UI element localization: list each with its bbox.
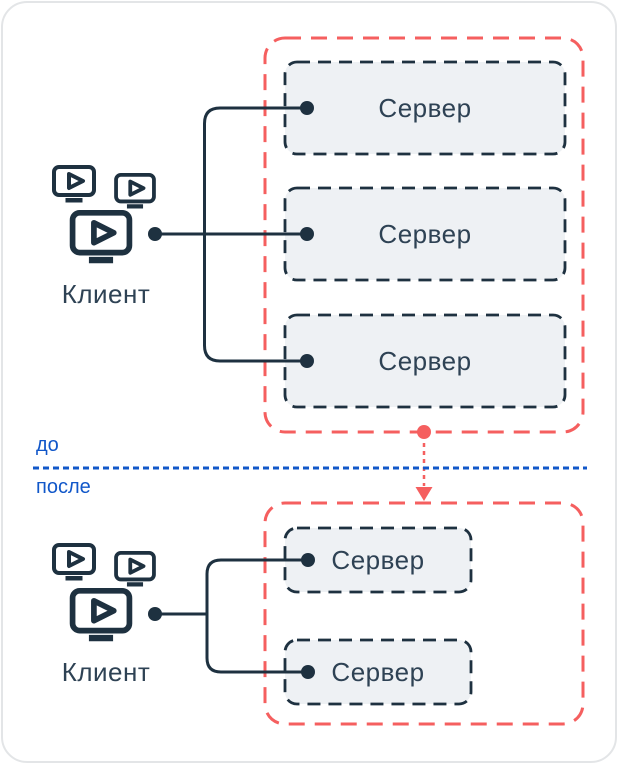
connection-node: [148, 607, 162, 621]
server-box: [283, 526, 473, 594]
after-section: [54, 501, 585, 726]
server-box: [283, 638, 473, 706]
connection-node: [300, 354, 314, 368]
monitor-icon: [116, 175, 154, 207]
transition-arrow: [415, 425, 433, 501]
server-box: [283, 313, 567, 409]
arrow-origin-dot: [417, 425, 431, 439]
monitor-icon: [73, 213, 130, 260]
connection-node: [301, 665, 315, 679]
arrow-head: [415, 487, 433, 501]
client-server-connector: [205, 558, 308, 674]
connection-node: [148, 227, 162, 241]
server-box: [283, 60, 567, 156]
connection-node: [300, 101, 314, 115]
monitor-icon: [54, 545, 94, 578]
client-server-connector: [203, 106, 307, 363]
monitor-icon: [73, 591, 130, 638]
monitor-icon: [54, 167, 94, 200]
server-box: [283, 186, 567, 282]
client-monitors-icon: [54, 545, 154, 638]
before-section: [54, 36, 585, 434]
connection-node: [301, 553, 315, 567]
server-group-frame-after: [263, 501, 585, 726]
connection-node: [300, 227, 314, 241]
client-monitors-icon: [54, 167, 154, 260]
monitor-icon: [116, 553, 154, 585]
